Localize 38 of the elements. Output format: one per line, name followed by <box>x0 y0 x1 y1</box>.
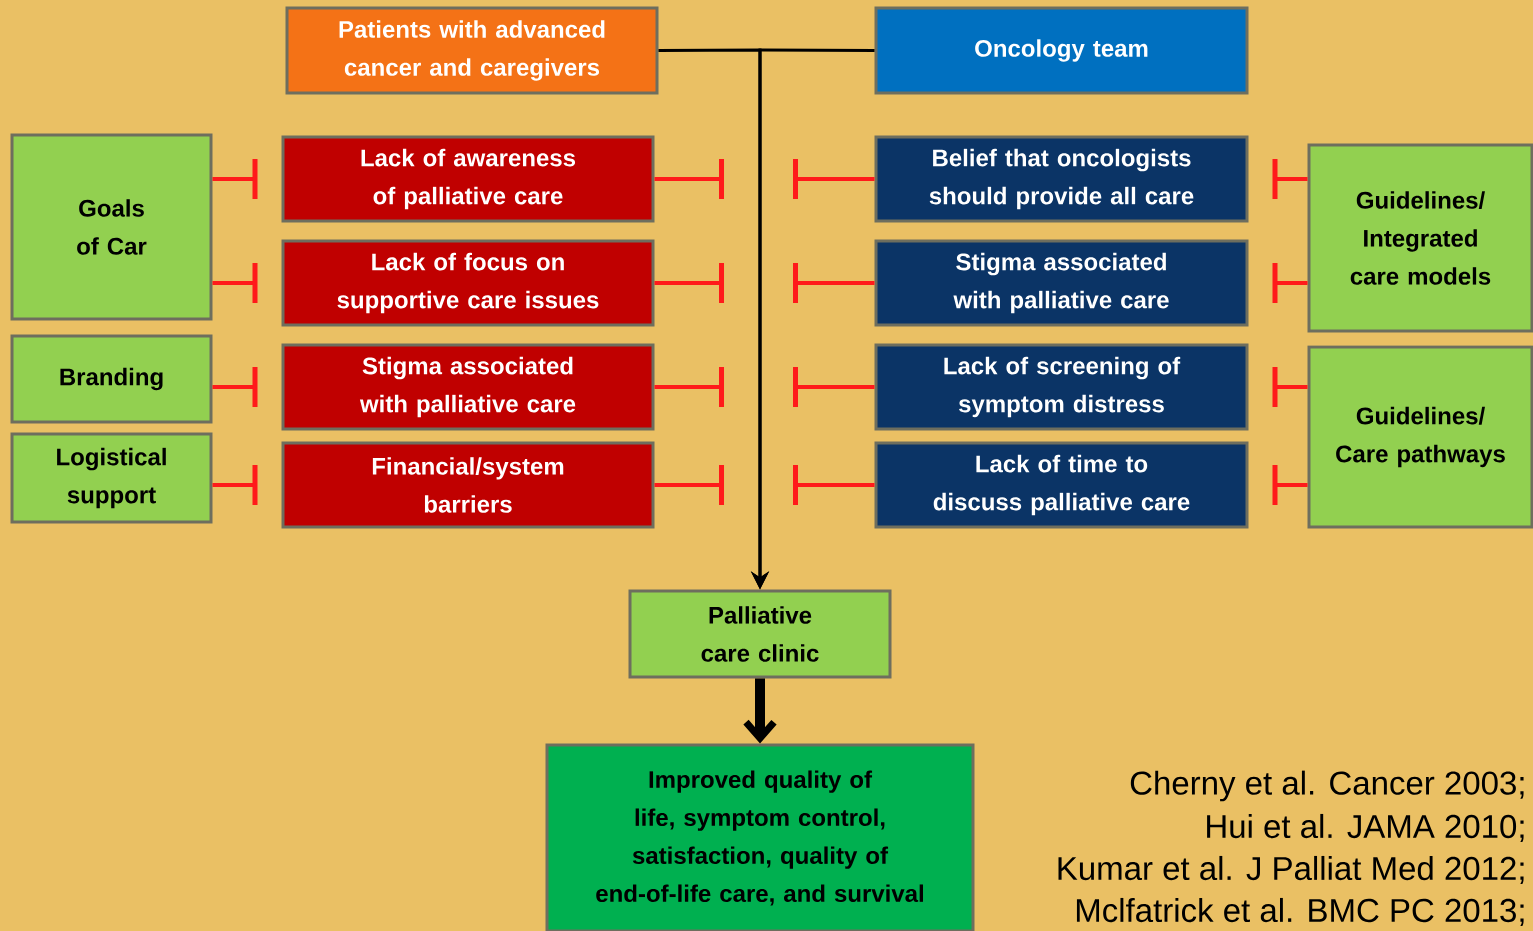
inhibition-line <box>654 465 724 505</box>
inhibition-line <box>212 465 258 505</box>
inhibition-line <box>1272 263 1308 303</box>
solution-box: Guidelines/ Integrated care models <box>1307 143 1533 333</box>
barrier-box: Stigma associated with palliative care <box>874 239 1249 327</box>
citation-text: Hui et al. JAMA 2010; <box>1207 813 1524 843</box>
barrier-box: Belief that oncologists should provide all care <box>874 135 1249 223</box>
barrier-box: Lack of time to discuss palliative care <box>874 441 1249 529</box>
inhibition-line <box>212 367 258 407</box>
barrier-box: Financial/system barriers <box>281 441 655 529</box>
solution-box: Branding <box>10 334 213 424</box>
outcome-box: Improved quality of life, symptom control, satisfaction, quality of end-of-life care, and survival <box>545 743 975 931</box>
barrier-box: Lack of awareness of palliative care <box>281 135 655 223</box>
clinic-box: Palliative care clinic <box>628 589 892 679</box>
barrier-box: Stigma associated with palliative care <box>281 343 655 431</box>
inhibition-line <box>212 263 258 303</box>
inhibition-line <box>793 465 875 505</box>
barrier-box: Lack of focus on supportive care issues <box>281 239 655 327</box>
solution-box: Logistical support <box>10 432 213 524</box>
inhibition-line <box>1272 159 1308 199</box>
barrier-box: Lack of screening of symptom distress <box>874 343 1249 431</box>
group-box: Oncology team <box>874 6 1249 95</box>
solution-box: Guidelines/ Care pathways <box>1307 345 1533 529</box>
arrow <box>743 678 777 744</box>
inhibition-line <box>793 367 875 407</box>
inhibition-line <box>793 159 875 199</box>
inhibition-line <box>1272 367 1308 407</box>
group-box: Patients with advanced cancer and caregivers <box>285 6 659 95</box>
citation-text: Mclfatrick et al. BMC PC 2013; <box>1076 897 1524 927</box>
inhibition-line <box>1272 465 1308 505</box>
inhibition-line <box>654 367 724 407</box>
inhibition-line <box>654 159 724 199</box>
citation-text: Cherny et al. Cancer 2003; <box>1130 770 1524 802</box>
inhibition-line <box>793 263 875 303</box>
citation-text: Kumar et al. J Palliat Med 2012; <box>1058 855 1524 885</box>
solution-box: Goals of Car <box>10 133 213 321</box>
inhibition-line <box>654 263 724 303</box>
inhibition-line <box>212 159 258 199</box>
